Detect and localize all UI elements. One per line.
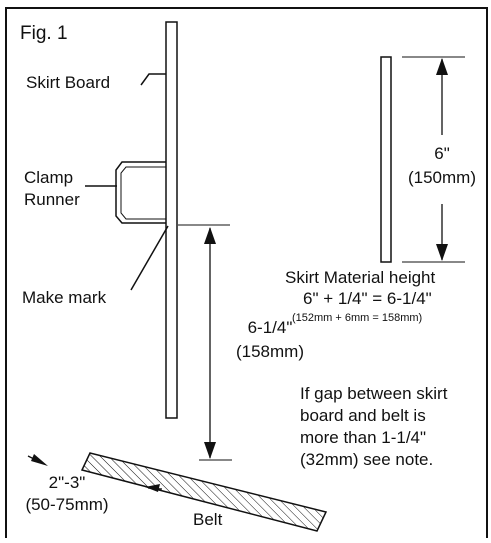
gap-note-line2: board and belt is [300, 406, 426, 425]
material-dimension-metric: (150mm) [407, 168, 476, 187]
gap-note-line3: more than 1-1/4" [300, 428, 427, 447]
skirt-board [165, 21, 178, 419]
skirt-board-label: Skirt Board [26, 73, 111, 92]
material-height-metric: (152mm + 6mm = 158mm) [292, 312, 423, 324]
material-height-title: Skirt Material height [285, 268, 436, 287]
material-dimension-label: 6" [434, 144, 450, 163]
make-mark-leader [130, 225, 169, 291]
belt-label: Belt [193, 510, 223, 529]
clamp-runner [115, 161, 166, 224]
skirt-material [380, 56, 392, 263]
mark-to-belt-dimension-label: 6-1/4" [247, 318, 293, 337]
make-mark-label: Make mark [22, 288, 107, 307]
material-height-formula: 6" + 1/4" = 6-1/4" [303, 289, 432, 308]
figure-title: Fig. 1 [20, 23, 68, 44]
belt [80, 452, 328, 532]
gap-note-line1: If gap between skirt [300, 384, 448, 403]
figure-frame [5, 7, 488, 538]
gap-note-line4: (32mm) see note. [300, 450, 434, 469]
skirt-board-leader [140, 73, 166, 86]
overlap-dimension-metric: (50-75mm) [25, 495, 109, 514]
runner-label: Runner [24, 190, 80, 209]
mark-to-belt-dimension-metric: (158mm) [235, 342, 304, 361]
clamp-label: Clamp [24, 168, 74, 187]
overlap-dimension-label: 2"-3" [48, 473, 86, 492]
